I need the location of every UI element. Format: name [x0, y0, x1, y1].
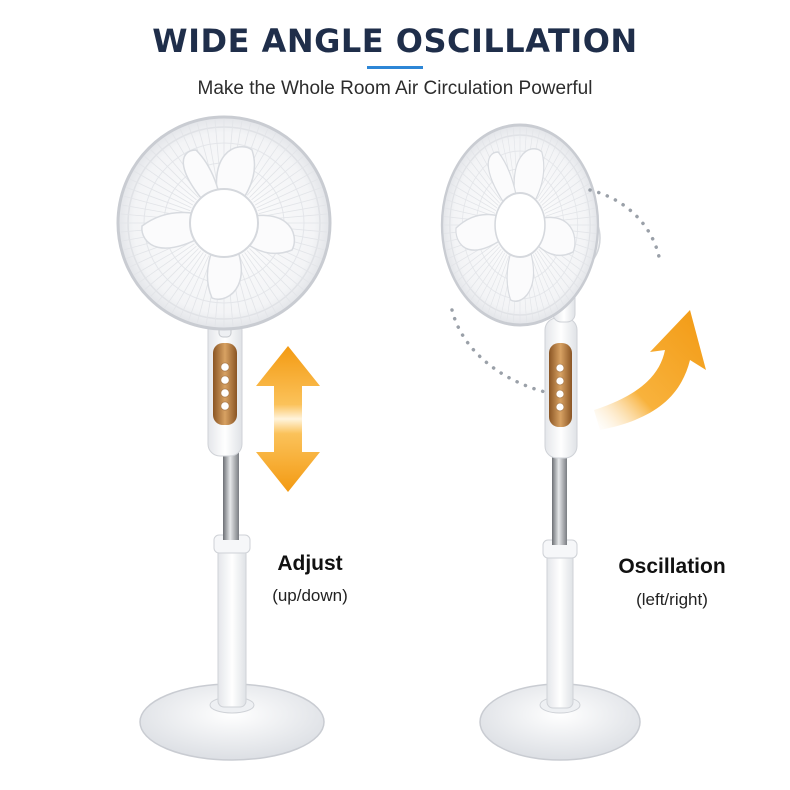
- grille-spoke: [241, 253, 277, 314]
- grille-spoke: [254, 170, 315, 206]
- grille-spoke: [465, 248, 502, 295]
- oscillation-sublabel: (left/right): [636, 590, 708, 609]
- oscillation-label: Oscillation: [618, 555, 726, 578]
- grille-spoke: [251, 155, 304, 201]
- left-fan-button-1: [220, 362, 230, 372]
- grille-spoke: [126, 187, 191, 212]
- grille-spoke: [540, 161, 579, 204]
- right-fan-head: [440, 123, 600, 327]
- grille-spoke: [258, 195, 325, 215]
- right-fan-button-3: [555, 389, 565, 399]
- right-fan-hub: [494, 192, 546, 258]
- grille-spoke: [541, 168, 583, 206]
- grille-spoke: [246, 250, 292, 303]
- grille-spoke: [536, 149, 570, 200]
- grille-spoke: [457, 168, 499, 206]
- grille-spoke: [534, 252, 565, 306]
- title-accent-rule: [367, 66, 423, 69]
- grille-spoke: [138, 243, 195, 283]
- grille-spoke: [481, 254, 508, 311]
- right-fan: [440, 123, 641, 761]
- left-fan-column: [217, 544, 247, 708]
- right-fan-column: [546, 549, 574, 709]
- oscillation-arc-lower: [450, 308, 547, 394]
- left-fan-button-4: [220, 401, 230, 411]
- grille-spoke: [133, 240, 194, 276]
- grille-spoke: [465, 155, 502, 202]
- grille-spoke: [545, 199, 594, 217]
- left-fan-head: [116, 115, 332, 331]
- grille-spoke: [156, 250, 202, 303]
- grille-spoke: [544, 191, 592, 214]
- grille-spoke: [538, 248, 575, 295]
- grille-spoke: [257, 187, 322, 212]
- left-fan-button-2: [220, 375, 230, 385]
- right-fan-pole: [552, 455, 567, 545]
- grille-spoke: [540, 246, 579, 289]
- grille-spoke: [251, 245, 304, 291]
- adjust-label: Adjust: [277, 552, 343, 575]
- grille-spoke: [133, 170, 194, 206]
- grille-spoke: [144, 245, 197, 291]
- grille-spoke: [461, 246, 500, 289]
- grille-spoke: [446, 199, 495, 217]
- grille-spoke: [246, 143, 292, 196]
- grille-spoke: [487, 255, 510, 314]
- grille-spoke: [450, 183, 497, 211]
- left-fan-hub: [189, 188, 259, 258]
- grille-spoke: [171, 253, 207, 314]
- grille-spoke: [179, 255, 210, 318]
- left-fan-pole: [223, 450, 239, 540]
- grille-spoke: [238, 255, 269, 318]
- grille-spoke: [129, 178, 192, 209]
- grille-spoke: [543, 183, 590, 211]
- grille-spoke: [530, 255, 553, 314]
- oscillation-arrow: [594, 310, 706, 430]
- grille-spoke: [150, 248, 199, 297]
- grille-spoke: [259, 204, 327, 218]
- grille-spoke: [475, 252, 506, 306]
- left-fan: [116, 115, 332, 761]
- grille-spoke: [256, 178, 319, 209]
- grille-spoke: [249, 248, 298, 297]
- oscillation-arc-upper: [588, 188, 662, 264]
- right-fan-button-4: [555, 402, 565, 412]
- page-title: WIDE ANGLE OSCILLATION: [152, 22, 638, 60]
- grille-spoke: [470, 250, 504, 301]
- left-fan-button-3: [220, 388, 230, 398]
- grille-spoke: [457, 244, 499, 282]
- grille-spoke: [253, 163, 310, 203]
- grille-spoke: [448, 191, 496, 214]
- grille-spoke: [144, 155, 197, 201]
- grille-spoke: [123, 195, 190, 215]
- grille-spoke: [205, 120, 219, 188]
- grille-spoke: [538, 155, 575, 202]
- grille-spoke: [453, 241, 498, 275]
- page-subtitle: Make the Whole Room Air Circulation Powe…: [197, 78, 593, 99]
- grille-spoke: [542, 175, 587, 209]
- grille-spoke: [164, 252, 204, 309]
- grille-spoke: [244, 252, 284, 309]
- up-down-arrow: [256, 346, 320, 492]
- right-fan-button-2: [555, 376, 565, 386]
- grille-spoke: [536, 250, 570, 301]
- adjust-sublabel: (up/down): [272, 586, 348, 605]
- grille-spoke: [249, 149, 298, 198]
- grille-spoke: [461, 161, 500, 204]
- grille-spoke: [453, 175, 498, 209]
- grille-spoke: [532, 254, 559, 311]
- grille-spoke: [138, 163, 195, 203]
- right-fan-button-1: [555, 363, 565, 373]
- grille-spoke: [150, 149, 199, 198]
